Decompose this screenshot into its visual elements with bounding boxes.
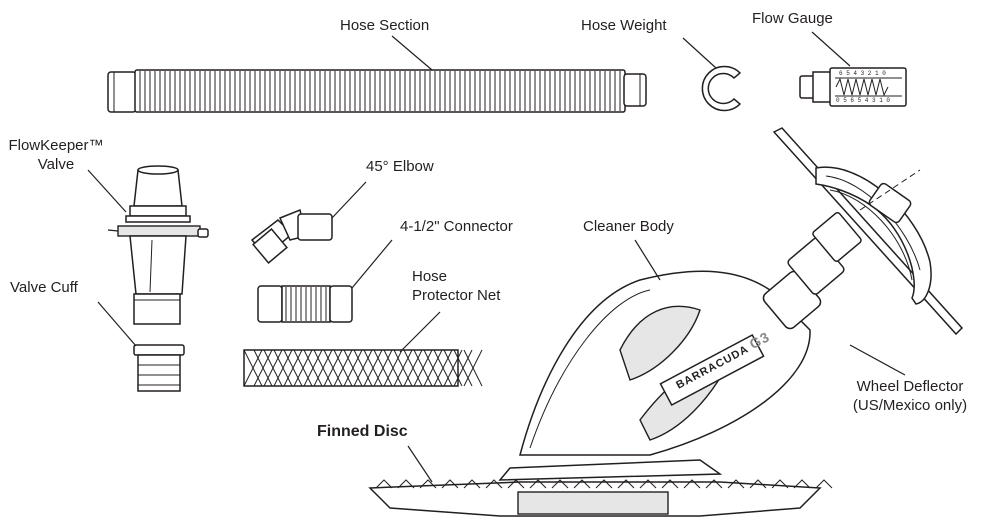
connector-leader xyxy=(351,239,393,289)
label-wheel-deflector: Wheel Deflector (US/Mexico only) xyxy=(840,377,980,415)
label-hose-protector-line2: Protector Net xyxy=(412,287,501,304)
hose-weight-leader xyxy=(682,37,717,69)
label-hose-protector-net: Hose Protector Net xyxy=(412,267,500,305)
valve-cuff-part xyxy=(133,344,185,392)
label-wheel-deflector-line1: Wheel Deflector xyxy=(856,378,964,395)
label-hose-section: Hose Section xyxy=(340,17,430,34)
valve-cuff-leader xyxy=(97,301,137,347)
hose-section-leader xyxy=(391,35,433,71)
connector-part xyxy=(257,285,353,323)
label-connector: 4-1/2" Connector xyxy=(400,218,513,235)
label-flow-gauge: Flow Gauge xyxy=(752,10,833,27)
flow-gauge-part xyxy=(799,67,907,107)
cleaner-body-part xyxy=(498,169,921,481)
label-finned-disc: Finned Disc xyxy=(317,423,408,440)
gauge-scale-bottom: 0 5 6 5 4 3 1 0 xyxy=(836,97,891,104)
label-hose-weight: Hose Weight xyxy=(581,17,667,34)
finned-disc-leader xyxy=(407,445,433,483)
label-wheel-deflector-line2: (US/Mexico only) xyxy=(852,397,968,414)
elbow-part xyxy=(250,208,333,264)
label-flowkeeper-line1: FlowKeeper™ xyxy=(8,137,104,154)
wheel-deflector-part xyxy=(772,127,964,336)
hose-protector-net-part xyxy=(243,349,483,387)
flowkeeper-valve-part xyxy=(107,165,209,325)
hose-protector-leader xyxy=(399,311,441,353)
label-valve-cuff: Valve Cuff xyxy=(10,279,78,296)
label-flowkeeper-line2: Valve xyxy=(37,156,75,173)
hose-weight-part xyxy=(701,65,742,112)
gauge-scale-top: 6 5 4 3 2 1 0 xyxy=(839,70,886,77)
label-hose-protector-line1: Hose xyxy=(412,268,448,285)
label-cleaner-body: Cleaner Body xyxy=(583,218,674,235)
cleaner-body-leader xyxy=(634,239,661,281)
label-flowkeeper-valve: FlowKeeper™ Valve xyxy=(6,136,106,174)
elbow-leader xyxy=(331,181,367,219)
finned-disc-part xyxy=(368,479,833,517)
flowkeeper-leader xyxy=(87,169,127,213)
flow-gauge-leader xyxy=(811,31,851,67)
label-elbow: 45° Elbow xyxy=(366,158,434,175)
wheel-deflector-leader xyxy=(849,344,906,376)
hose-section-part xyxy=(107,69,647,113)
